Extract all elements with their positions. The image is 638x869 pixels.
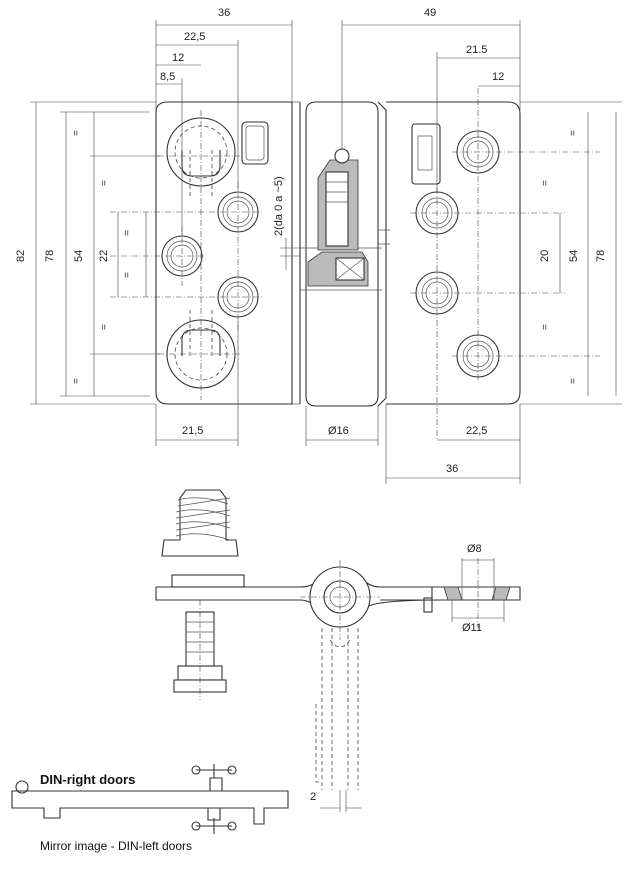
dim-d11: Ø11 — [462, 622, 482, 634]
dim-54-right: 54 — [568, 250, 580, 262]
eq-mark-3: = — [99, 180, 110, 186]
eq-mark-10: = — [540, 324, 551, 330]
eq-mark-1: = — [71, 130, 82, 136]
dim-22-left: 22 — [98, 250, 110, 262]
eq-mark-9: = — [540, 180, 551, 186]
dim-22-5-bottom: 22,5 — [466, 425, 487, 437]
dim-49-top: 49 — [424, 7, 436, 19]
hinge-knuckle — [299, 101, 390, 407]
dim-d8: Ø8 — [467, 543, 482, 555]
dim-8-5-top: 8,5 — [160, 71, 175, 83]
dim-78-left: 78 — [44, 250, 56, 262]
eq-mark-8: = — [568, 378, 579, 384]
dim-54-left: 54 — [73, 250, 85, 262]
eq-mark-4: = — [99, 324, 110, 330]
left-hinge-leaf — [110, 101, 300, 405]
dim-12-top-right: 12 — [492, 71, 504, 83]
dim-12-top-left: 12 — [172, 52, 184, 64]
dim-2-bottom: 2 — [310, 791, 316, 803]
din-right-label: DIN-right doors — [40, 772, 135, 787]
hinge-side-view — [155, 489, 521, 812]
dim-22-5-top: 22,5 — [184, 31, 205, 43]
dim-78-right: 78 — [595, 250, 607, 262]
dim-20-right: 20 — [539, 250, 551, 262]
dim-36-top: 36 — [218, 7, 230, 19]
eq-mark-7: = — [568, 130, 579, 136]
dimension-lines — [30, 20, 622, 484]
eq-mark-2: = — [71, 378, 82, 384]
dim-adjust: 2(da 0 a ~5) — [273, 176, 285, 236]
eq-mark-5: = — [122, 230, 133, 236]
dim-21-5-top: 21.5 — [466, 44, 487, 56]
mirror-label: Mirror image - DIN-left doors — [40, 839, 192, 853]
dim-82: 82 — [15, 250, 27, 262]
dim-36-bottom: 36 — [446, 463, 458, 475]
right-hinge-leaf — [386, 88, 600, 440]
dim-d16: Ø16 — [328, 425, 349, 437]
dim-21-5-bottom: 21,5 — [182, 425, 203, 437]
din-door-diagram — [11, 764, 289, 834]
eq-mark-6: = — [122, 272, 133, 278]
